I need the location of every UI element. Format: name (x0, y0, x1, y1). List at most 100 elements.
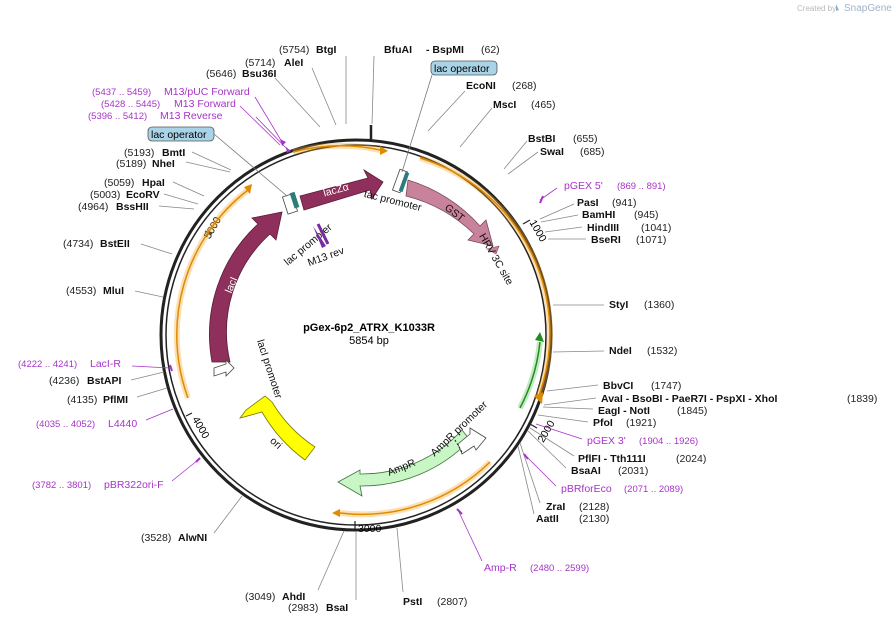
svg-text:(2031): (2031) (618, 465, 648, 477)
svg-text:HpaI: HpaI (142, 177, 165, 189)
primer-m13-reverse[interactable]: (5396 .. 5412) M13 Reverse (88, 110, 291, 153)
svg-text:(2128): (2128) (579, 501, 609, 513)
svg-text:pBR322ori-F: pBR322ori-F (104, 479, 164, 491)
enzyme-pasi[interactable]: PasI (941) (539, 197, 637, 220)
primer-m13-puc-forward[interactable]: (5437 .. 5459) M13/pUC Forward (92, 86, 286, 146)
enzyme-ecorv[interactable]: (5003) EcoRV (90, 189, 199, 205)
svg-text:pGEX 3': pGEX 3' (587, 435, 626, 447)
svg-text:(1360): (1360) (644, 299, 674, 311)
svg-text:MluI: MluI (103, 285, 124, 297)
svg-text:BstAPI: BstAPI (87, 375, 122, 387)
enzyme-swai[interactable]: SwaI (685) (507, 146, 605, 175)
brand-created-by: Created by (797, 4, 836, 13)
enzyme-psti[interactable]: PstI (2807) (396, 527, 467, 608)
svg-text:ZraI: ZraI (546, 501, 565, 513)
svg-text:(2130): (2130) (579, 513, 609, 525)
feature-lacza[interactable]: lacZα (299, 168, 384, 211)
enzyme-bspmi[interactable]: - BspMI (62) (426, 44, 500, 56)
enzyme-alei[interactable]: (5714) AleI (245, 57, 337, 126)
enzyme-ahdi[interactable]: (3049) AhdI (245, 530, 345, 603)
feature-hrv-site (486, 245, 500, 255)
svg-text:pGEX 5': pGEX 5' (564, 180, 603, 192)
primer-pbrforeco[interactable]: pBRforEco (2071 .. 2089) (523, 453, 683, 495)
svg-text:(2024): (2024) (676, 453, 706, 465)
svg-text:2000: 2000 (536, 418, 558, 444)
svg-text:4000: 4000 (189, 415, 211, 441)
svg-text:(4035 .. 4052): (4035 .. 4052) (36, 419, 95, 430)
primer-pgex3[interactable]: pGEX 3' (1904 .. 1926) (535, 423, 698, 447)
backbone-inner (165, 144, 547, 526)
svg-text:1000: 1000 (527, 218, 549, 244)
svg-text:BstEII: BstEII (100, 238, 130, 250)
enzyme-aatii[interactable]: AatII (2130) (517, 445, 609, 525)
enzyme-bsaai[interactable]: BsaAI (2031) (527, 430, 648, 477)
svg-text:(941): (941) (612, 197, 637, 209)
enzyme-mscI[interactable]: MscI (465) (459, 99, 556, 148)
svg-text:M13/pUC Forward: M13/pUC Forward (164, 86, 250, 98)
enzyme-hpai[interactable]: (5059) HpaI (104, 177, 205, 197)
enzyme-hindiii[interactable]: HindIII (1041) (544, 222, 671, 234)
svg-text:(945): (945) (634, 209, 659, 221)
enzyme-pflfi-tth111i[interactable]: PflFI - Tth111I (2024) (529, 427, 706, 465)
svg-text:(1532): (1532) (647, 345, 677, 357)
svg-text:(5189): (5189) (116, 158, 146, 170)
enzyme-eagi-noti[interactable]: EagI - NotI (1845) (542, 405, 707, 417)
enzyme-bstbi[interactable]: BstBI (655) (503, 133, 598, 170)
primer-m13-forward[interactable]: (5428 .. 5445) M13 Forward (101, 98, 281, 146)
enzyme-btgi[interactable]: (5754) BtgI (279, 44, 347, 124)
green-orf-arc (517, 332, 544, 410)
svg-text:(3782 .. 3801): (3782 .. 3801) (32, 480, 91, 491)
enzyme-bsai[interactable]: (2983) BsaI (288, 531, 357, 614)
enzyme-bseri[interactable]: BseRI (1071) (548, 234, 666, 246)
svg-text:BbvCI: BbvCI (603, 380, 633, 392)
svg-text:pBRforEco: pBRforEco (561, 483, 612, 495)
svg-text:EcoNI: EcoNI (466, 80, 496, 92)
enzyme-bamhi[interactable]: BamHI (945) (540, 209, 659, 223)
svg-text:BsaI: BsaI (326, 602, 348, 614)
enzyme-bsshii[interactable]: (4964) BssHII (78, 201, 195, 213)
enzyme-zrai[interactable]: ZraI (2128) (519, 442, 609, 513)
svg-text:L4440: L4440 (108, 418, 137, 430)
svg-text:AlwNI: AlwNI (178, 532, 207, 544)
svg-text:M13 Forward: M13 Forward (174, 98, 236, 110)
enzyme-avai-group[interactable]: AvaI - BsoBI - PaeR7I - PspXI - XhoI (18… (543, 393, 877, 406)
primer-pbr322ori-f[interactable]: (3782 .. 3801) pBR322ori-F (32, 457, 201, 491)
enzyme-pfoi[interactable]: PfoI (1921) (537, 414, 656, 429)
svg-text:(1041): (1041) (641, 222, 671, 234)
svg-text:AatII: AatII (536, 513, 559, 525)
svg-text:(4964): (4964) (78, 201, 108, 213)
enzyme-pflmi[interactable]: (4135) PflMI (67, 387, 168, 406)
feature-ori[interactable]: ori (238, 395, 316, 461)
svg-text:AhdI: AhdI (282, 591, 305, 603)
enzyme-ndei[interactable]: NdeI (1532) (552, 345, 677, 357)
primer-l4440[interactable]: (4035 .. 4052) L4440 (36, 408, 174, 430)
snapgene-logo-icon (836, 4, 839, 11)
feature-ampr-promoter (454, 427, 487, 455)
enzyme-bsu36i[interactable]: (5646) Bsu36I (206, 68, 321, 128)
svg-text:(1921): (1921) (626, 417, 656, 429)
enzyme-alwni[interactable]: (3528) AlwNI (141, 495, 243, 544)
primer-laci-r[interactable]: (4222 .. 4241) LacI-R (18, 358, 173, 372)
svg-text:M13 Reverse: M13 Reverse (160, 110, 223, 122)
enzyme-bfuai[interactable]: BfuAI (371, 44, 412, 125)
enzyme-bmti[interactable]: (5193) BmtI (124, 147, 232, 171)
primer-pgex5[interactable]: pGEX 5' (869 .. 891) (539, 180, 666, 204)
enzyme-bstapi[interactable]: (4236) BstAPI (49, 371, 165, 387)
feature-laci[interactable]: lacI (209, 211, 283, 363)
enzyme-bbvci[interactable]: BbvCI (1747) (546, 380, 681, 392)
label-hrv-site: HRV 3C site (476, 231, 515, 287)
svg-text:SwaI: SwaI (540, 146, 564, 158)
svg-text:(4553): (4553) (66, 285, 96, 297)
orf-arcs (173, 142, 553, 518)
primer-amp-r[interactable]: Amp-R (2480 .. 2599) (456, 508, 589, 574)
svg-text:(465): (465) (531, 99, 556, 111)
svg-text:lac operator: lac operator (151, 129, 207, 141)
enzyme-bsteii[interactable]: (4734) BstEII (63, 238, 173, 255)
enzyme-styi[interactable]: StyI (1360) (553, 299, 674, 311)
svg-text:NheI: NheI (152, 158, 175, 170)
svg-text:(5428 .. 5445): (5428 .. 5445) (101, 99, 160, 110)
enzyme-mlui[interactable]: (4553) MluI (66, 285, 164, 298)
enzyme-econi[interactable]: EcoNI (268) (427, 80, 537, 132)
enzyme-nhei[interactable]: (5189) NheI (116, 158, 231, 173)
